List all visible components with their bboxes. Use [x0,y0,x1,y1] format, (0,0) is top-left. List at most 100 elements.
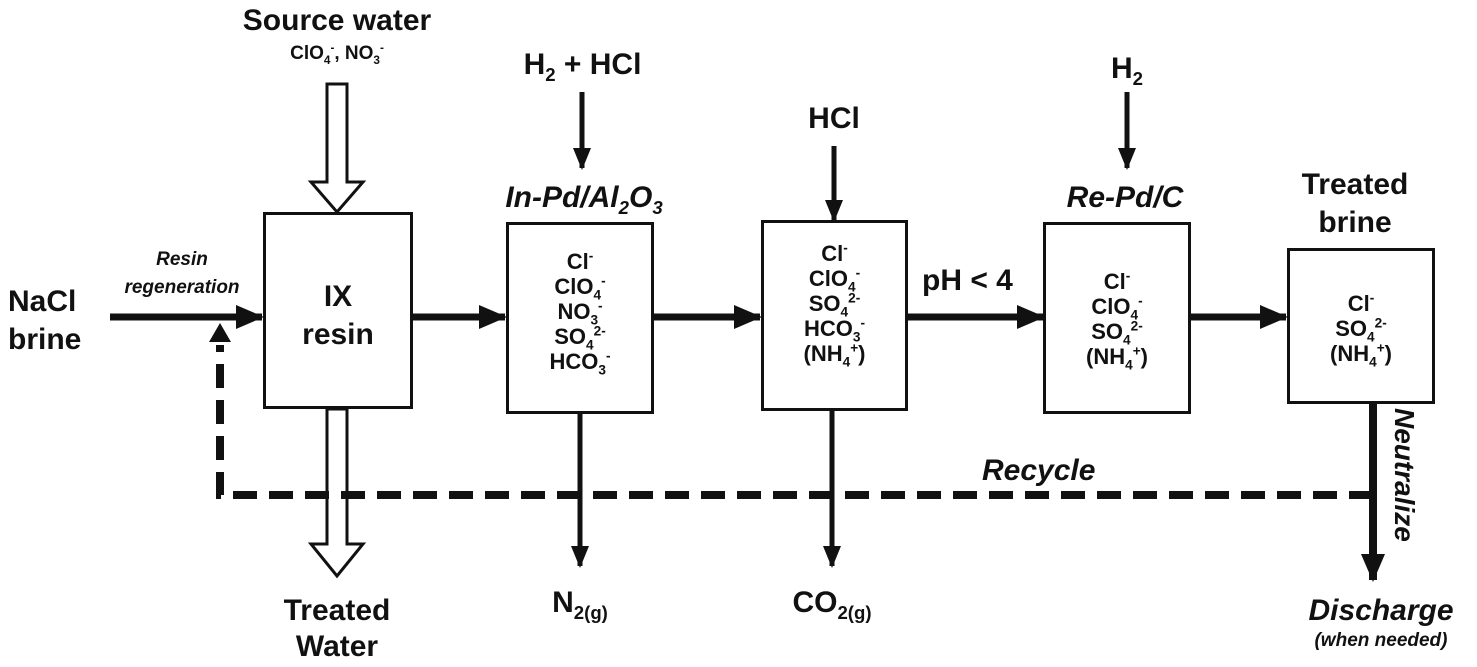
neutralize-label: Neutralize [1389,408,1420,542]
formula-subscript: 4 [840,304,849,320]
formula-superscript: 2- [848,290,861,306]
formula-subscript: 2(g) [837,602,872,623]
formula-base: ClO [290,43,324,64]
formula-base: HCO [549,349,599,374]
formula-subscript: 3 [652,197,663,218]
ion-item: HCO3- [509,348,651,378]
catalyst-text: In-Pd/Al [505,181,619,214]
formula-superscript: - [601,273,606,289]
reactor1-box: Cl-ClO4-NO3-SO42-HCO3- [506,222,654,414]
formula-superscript: - [330,41,335,55]
catalyst-text: O [628,181,653,214]
formula-superscript: + [1376,340,1385,356]
ix-resin-label: IX resin [302,280,374,351]
source-water-title: Source water [242,4,432,37]
separator: , [334,43,345,64]
formula-base: CO [792,586,838,619]
formula-subscript: 2 [545,64,556,85]
n2-output-label: N2(g) [500,586,660,622]
treated-brine-label: Treated brine [1301,168,1409,239]
ion-item: Cl- [509,249,651,274]
paren: ) [858,341,866,366]
treated-brine-box: Cl-SO42-(NH4+) [1287,248,1435,404]
recycle-dashed-line [216,345,1373,499]
reactor1-input-label: H2 + HCl [490,48,675,84]
formula-superscript: - [598,298,603,314]
formula-subscript: 4 [848,279,856,295]
ion-item: (NH4+) [1046,344,1188,373]
formula-superscript: 2- [1374,315,1387,331]
paren: ( [1330,341,1338,366]
ion-item: HCO3- [764,316,905,345]
formula-base: Cl [566,249,589,274]
reactor1-catalyst-label: In-Pd/Al2O3 [454,181,714,217]
resin-regeneration-label: Resin regeneration [124,249,240,298]
ion-item: (NH4+) [1290,340,1432,370]
ion-item: SO42- [1046,318,1188,348]
ion-item: Cl- [1290,291,1432,316]
paren: ) [1140,344,1148,369]
formula-subscript: 4 [593,287,602,303]
formula-superscript: - [1125,268,1131,284]
formula-subscript: 3 [852,329,861,345]
co2-output-label: CO2(g) [752,586,912,622]
formula-base: H [523,48,546,81]
reactor2-box: Cl-ClO4-SO42-HCO3-(NH4+) [761,220,908,411]
formula-base: SO [1091,319,1124,344]
paren: ) [1384,341,1392,366]
formula-base: Cl [1347,291,1370,316]
reactor3-catalyst-label: Re-Pd/C [1066,181,1184,214]
formula-superscript: 2- [1130,318,1143,334]
ion-item: (NH4+) [764,340,905,369]
formula-subscript: 3 [590,312,599,328]
ion-item: Cl- [764,241,905,266]
formula-subscript: 4 [323,53,331,67]
recycle-arrowhead [209,323,231,342]
discharge-label: Discharge (when needed) [1308,594,1454,651]
formula-subscript: 4 [1123,332,1131,348]
formula-subscript: 3 [598,362,606,378]
formula-superscript: - [843,240,848,256]
ph-label: pH < 4 [922,264,1013,297]
formula-base: NH [1337,341,1370,366]
formula-base: N [552,586,574,619]
source-water-hollow-arrow [307,82,367,215]
formula-subscript: 4 [1125,357,1133,373]
ion-item: SO42- [509,323,651,353]
reactor1-ion-list: Cl-ClO4-NO3-SO42-HCO3- [509,249,651,378]
formula-superscript: - [1138,293,1143,309]
formula-subscript: 2(g) [573,602,608,623]
formula-superscript: + [850,340,859,356]
ion-item: SO42- [1290,315,1432,345]
formula-base: SO [1335,316,1368,341]
recycle-label: Recycle [982,454,1096,487]
paren: ( [1086,344,1094,369]
treated-water-label: Treated Water [283,594,391,663]
treated-brine-ion-list: Cl-SO42-(NH4+) [1290,291,1432,370]
formula-base: ClO [554,274,594,299]
formula-base: Cl [1103,269,1126,294]
treated-water-hollow-arrow [307,407,367,579]
reactor3-input-label: H2 [1060,54,1194,88]
formula-subscript: 4 [1367,329,1375,345]
formula-base: SO [554,324,587,349]
formula-base: SO [808,291,841,316]
formula-base: ClO [1091,294,1131,319]
formula-subscript: 4 [586,337,594,353]
paren: ( [803,341,811,366]
formula-base: HCO [803,316,853,341]
formula-superscript: 2- [593,323,606,339]
formula-superscript: - [379,41,384,55]
formula-superscript: - [605,348,611,364]
formula-base: NH [1093,344,1126,369]
ion-item: NO3- [509,298,651,328]
formula-base: NH [810,341,843,366]
formula-subscript: 4 [1369,354,1377,370]
source-water-species: ClO4-, NO3- [230,41,444,66]
reactor2-ion-list: Cl-ClO4-SO42-HCO3-(NH4+) [764,241,905,369]
ion-item: Cl- [1046,269,1188,294]
formula-subscript: 4 [1130,307,1139,323]
formula-superscript: - [1369,290,1375,306]
reactor3-box: Cl-ClO4-SO42-(NH4+) [1043,222,1191,414]
